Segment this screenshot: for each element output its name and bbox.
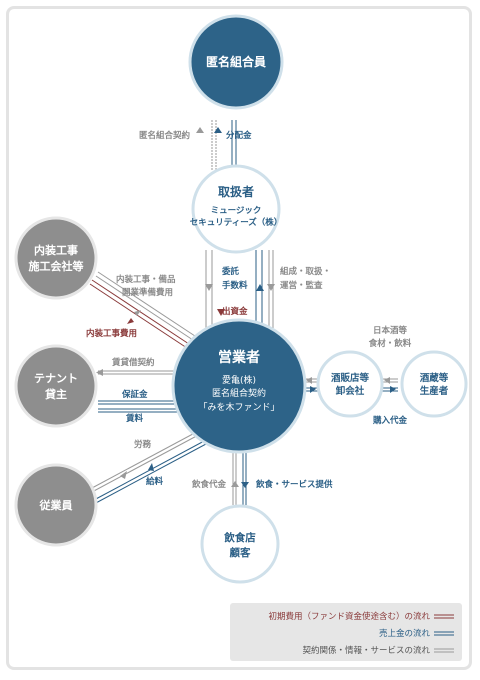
- contractor-line1: 内装工事: [34, 243, 78, 257]
- label-food-fee: 飲食代金: [191, 479, 227, 490]
- operator-sub1: 愛亀(株): [222, 374, 256, 386]
- investor-handler-lines: [196, 120, 237, 170]
- customer-line1: 飲食店: [223, 531, 256, 544]
- label-purchase: 購入代金: [372, 415, 408, 426]
- producer-line1: 酒蔵等: [420, 372, 449, 384]
- contractor-line2: 施工会社等: [29, 259, 84, 273]
- employee-label: 従業員: [39, 498, 73, 512]
- employee-operator-lines: [91, 427, 207, 505]
- label-deposit: 保証金: [121, 389, 148, 400]
- node-sake-producer: 酒蔵等 生産者: [400, 350, 468, 418]
- tenant-line1: テナント: [34, 372, 78, 385]
- label-labor: 労務: [134, 439, 152, 450]
- node-investor: 匿名組合員: [188, 14, 284, 110]
- legend: 初期費用（ファンド資金使途含む）の流れ 売上金の流れ 契約関係・情報・サービスの…: [230, 603, 462, 661]
- liquor-line1: 酒販店等: [331, 372, 370, 384]
- handler-sub2: セキュリティーズ（株）: [190, 217, 283, 228]
- label-food-service: 飲食・サービス提供: [255, 479, 333, 490]
- label-capital: 出資金: [222, 306, 248, 317]
- label-investor-contract: 匿名組合契約: [139, 130, 191, 141]
- handler-sub1: ミュージック: [211, 205, 262, 216]
- operator-sub3: 「みを木ファンド」: [198, 401, 279, 413]
- label-lease-contract: 賃貸借契約: [111, 357, 155, 368]
- node-tenant: テナント 貸主: [14, 344, 98, 428]
- handler-operator-lines: [205, 250, 275, 330]
- node-handler: 取扱者 ミュージック セキュリティーズ（株）: [190, 164, 283, 254]
- producer-line2: 生産者: [420, 385, 449, 397]
- customer-line2: 顧客: [230, 546, 251, 559]
- legend-sales: 売上金の流れ: [379, 628, 431, 639]
- legend-contract: 契約関係・情報・サービスの流れ: [302, 645, 430, 656]
- node-customer: 飲食店 顧客: [200, 504, 280, 584]
- label-consignment: 委託: [221, 266, 240, 277]
- operator-sub2: 匿名組合契約: [212, 387, 266, 399]
- legend-initial-cost: 初期費用（ファンド資金使途含む）の流れ: [268, 611, 430, 622]
- node-operator: 営業者 愛亀(株) 匿名組合契約 「みを木ファンド」: [171, 318, 307, 454]
- node-liquor-wholesaler: 酒販店等 卸会社: [316, 350, 384, 418]
- tenant-line2: 貸主: [44, 387, 67, 401]
- label-salary: 給料: [146, 476, 164, 487]
- node-contractor: 内装工事 施工会社等: [14, 216, 98, 300]
- node-employee: 従業員: [14, 463, 98, 547]
- label-operate-audit: 運営・監査: [280, 280, 323, 291]
- label-distribution: 分配金: [226, 130, 252, 141]
- label-sake-etc: 日本酒等: [373, 325, 408, 336]
- label-rent: 賃料: [125, 413, 144, 424]
- liquor-line2: 卸会社: [336, 385, 365, 397]
- operator-title: 営業者: [218, 349, 260, 366]
- label-ingredients: 食材・飲料: [369, 338, 412, 349]
- label-interior-equipment: 内装工事・備品: [116, 274, 176, 285]
- label-organize-handle: 組成・取扱・: [280, 266, 331, 277]
- operator-customer-lines: [231, 452, 249, 505]
- label-interior-cost: 内装工事費用: [86, 328, 137, 339]
- investor-label: 匿名組合員: [206, 54, 266, 69]
- contractor-operator-lines: [89, 271, 199, 351]
- label-opening-prep: 開業準備費用: [122, 287, 173, 298]
- handler-title: 取扱者: [218, 184, 254, 199]
- label-commission: 手数料: [222, 280, 248, 291]
